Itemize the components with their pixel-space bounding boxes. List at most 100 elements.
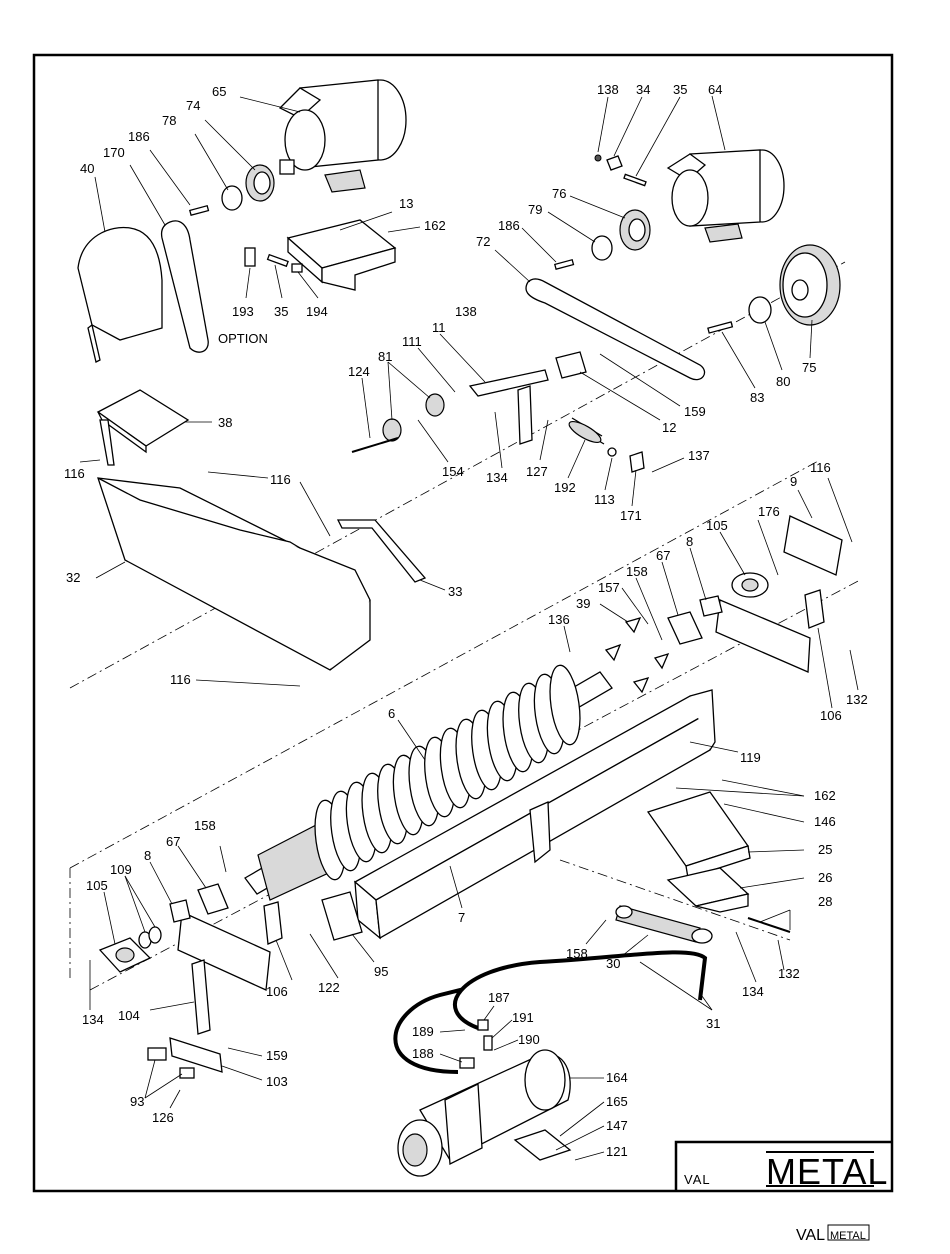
pulley-76 <box>569 195 651 251</box>
label-65: 65 <box>212 84 226 99</box>
motor-65 <box>239 79 407 193</box>
label-147: 147 <box>606 1118 628 1133</box>
label-159: 159 <box>684 404 706 419</box>
label-31: 31 <box>706 1016 720 1031</box>
spring-192 <box>567 417 605 479</box>
bushing-79 <box>547 211 613 261</box>
label-30: 30 <box>606 956 620 971</box>
label-137: 137 <box>688 448 710 463</box>
label-25: 25 <box>818 842 832 857</box>
label-81: 81 <box>378 349 392 364</box>
label-67: 67 <box>656 548 670 563</box>
label-146: 146 <box>814 814 836 829</box>
plate-9 <box>783 477 853 576</box>
footer-logo: VAL METAL <box>796 1224 870 1244</box>
label-93: 93 <box>130 1094 144 1109</box>
label-39: 39 <box>576 596 590 611</box>
frame-tube-7 <box>353 689 739 940</box>
label-34: 34 <box>636 82 650 97</box>
label-95: 95 <box>374 964 388 979</box>
housing-32 <box>95 471 371 687</box>
label-119: 119 <box>740 750 761 765</box>
label-158: 158 <box>194 818 216 833</box>
bearing-105-left <box>98 891 152 973</box>
tensioner-parts-193-35-194 <box>244 247 319 299</box>
parts-138-34-35-top <box>594 96 681 187</box>
brace-33 <box>336 519 446 591</box>
label-106: 106 <box>820 708 842 723</box>
label-7: 7 <box>458 910 465 925</box>
label-35: 35 <box>673 82 687 97</box>
plate-67-right <box>635 561 703 645</box>
belt-72 <box>494 249 706 381</box>
assembly-guide-lines <box>69 261 861 991</box>
footer-logo-sub: METAL <box>830 1230 866 1242</box>
label-127: 127 <box>526 464 548 479</box>
label-154: 154 <box>442 464 464 479</box>
label-74: 74 <box>186 98 200 113</box>
label-6: 6 <box>388 706 395 721</box>
label-159: 159 <box>266 1048 288 1063</box>
label-136: 136 <box>548 612 570 627</box>
label-132: 132 <box>778 966 800 981</box>
belt-170 <box>129 164 209 353</box>
option-label: OPTION <box>218 331 268 346</box>
hoses-31 <box>393 950 713 1074</box>
fittings-187-191 <box>439 1005 519 1069</box>
label-106: 106 <box>266 984 288 999</box>
label-105: 105 <box>706 518 728 533</box>
label-105: 105 <box>86 878 108 893</box>
label-190: 190 <box>518 1032 540 1047</box>
key-83 <box>707 321 756 389</box>
idler-pulleys-81 <box>382 347 456 442</box>
mount-165 <box>513 1101 605 1161</box>
logo-main-text: VAL <box>684 1172 711 1187</box>
bolt-124 <box>351 377 399 453</box>
label-103: 103 <box>266 1074 288 1089</box>
pins-28-132 <box>747 909 791 971</box>
label-12: 12 <box>662 420 676 435</box>
label-67: 67 <box>166 834 180 849</box>
label-113: 113 <box>594 492 615 507</box>
label-162: 162 <box>424 218 446 233</box>
label-158: 158 <box>566 946 588 961</box>
label-186: 186 <box>128 129 150 144</box>
motor-bracket-13 <box>286 211 421 291</box>
label-191: 191 <box>512 1010 534 1025</box>
label-33: 33 <box>448 584 462 599</box>
plate-12 <box>555 351 681 421</box>
mount-103-93-126 <box>144 1037 263 1109</box>
bracket-25 <box>646 779 805 879</box>
tensioner-arm-11 <box>439 333 549 445</box>
label-124: 124 <box>348 364 370 379</box>
label-76: 76 <box>552 186 566 201</box>
label-116: 116 <box>64 466 85 481</box>
label-78: 78 <box>162 113 176 128</box>
label-171: 171 <box>620 508 642 523</box>
part-labels: 65 74 78 186 170 40 13 162 193 35 194 OP… <box>64 82 868 1159</box>
label-189: 189 <box>412 1024 434 1039</box>
label-80: 80 <box>776 374 790 389</box>
label-104: 104 <box>118 1008 140 1023</box>
label-8: 8 <box>686 534 693 549</box>
label-116: 116 <box>810 460 831 475</box>
label-75: 75 <box>802 360 816 375</box>
label-134: 134 <box>82 1012 104 1027</box>
label-176: 176 <box>758 504 780 519</box>
pulley-75 <box>779 244 841 359</box>
label-186: 186 <box>498 218 520 233</box>
label-162: 162 <box>814 788 836 803</box>
bracket-104 <box>149 959 211 1035</box>
label-111: 111 <box>402 334 422 349</box>
brand-logo: VAL METAL <box>674 1140 892 1192</box>
bushing-78 <box>194 133 243 211</box>
label-8: 8 <box>144 848 151 863</box>
label-164: 164 <box>606 1070 628 1085</box>
label-157: 157 <box>598 580 620 595</box>
label-194: 194 <box>306 304 328 319</box>
bearing-106-left <box>263 901 293 981</box>
label-13: 13 <box>399 196 413 211</box>
label-132: 132 <box>846 692 868 707</box>
label-28: 28 <box>818 894 832 909</box>
